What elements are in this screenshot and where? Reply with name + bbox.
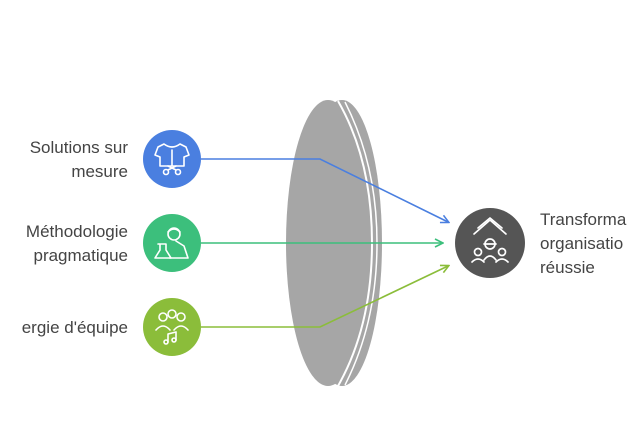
input-label-solutions: Solutions sur mesure bbox=[30, 136, 128, 184]
output-label-line: organisatio bbox=[540, 234, 624, 253]
output-label-line: réussie bbox=[540, 258, 595, 277]
input-label-line: ergie d'équipe bbox=[21, 318, 128, 337]
scientist-icon bbox=[154, 227, 189, 259]
output-label: Transforma organisatio réussie bbox=[540, 208, 626, 280]
input-node-solutions bbox=[143, 130, 201, 188]
growth-people-icon bbox=[471, 217, 509, 263]
input-label-line: Solutions sur bbox=[29, 138, 128, 157]
connector-energie bbox=[201, 266, 448, 328]
input-label-line: pragmatique bbox=[33, 246, 128, 265]
input-label-energie: ergie d'équipe bbox=[22, 316, 128, 340]
output-node bbox=[455, 208, 525, 278]
input-label-line: Méthodologie bbox=[25, 222, 128, 241]
input-node-energie bbox=[143, 298, 201, 356]
connector-solutions bbox=[201, 158, 448, 222]
input-label-methodologie: Méthodologie pragmatique bbox=[26, 220, 128, 268]
input-label-line: mesure bbox=[71, 162, 128, 181]
input-node-methodologie bbox=[143, 214, 201, 272]
output-label-line: Transforma bbox=[540, 210, 627, 229]
tailored-shirt-icon bbox=[154, 143, 190, 176]
team-icon bbox=[155, 309, 189, 345]
